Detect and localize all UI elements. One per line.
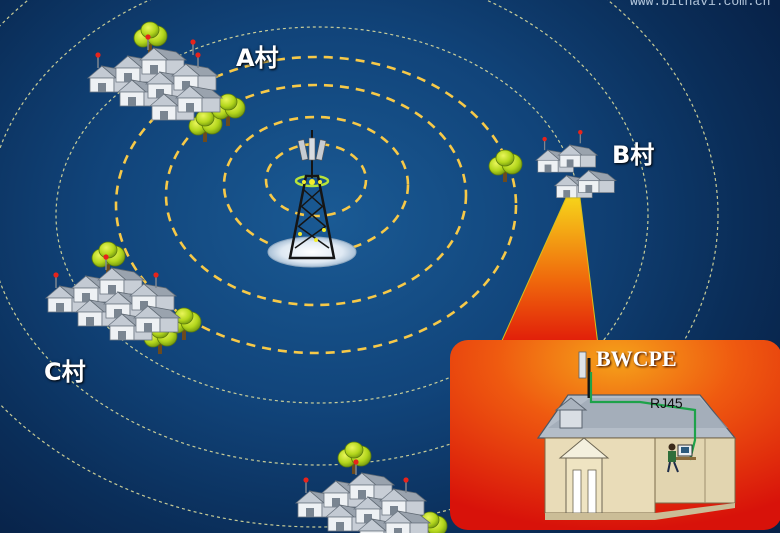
tower-icon — [267, 130, 357, 268]
cpe-antenna-icon — [578, 351, 591, 398]
watermark-text: www.bitnavi.com.cn — [630, 0, 771, 9]
village-d-icon — [296, 441, 448, 533]
village-a-icon — [88, 21, 246, 143]
bwcpe-label: BWCPE — [596, 346, 677, 371]
village-a-label: A村 — [236, 44, 279, 72]
house-icon — [536, 394, 737, 520]
village-c-icon — [46, 241, 202, 355]
village-b-icon — [488, 129, 617, 199]
village-b-label: B村 — [612, 141, 655, 169]
rj45-label: RJ45 — [650, 395, 683, 411]
coverage-rings-inner — [114, 55, 518, 355]
village-c-label: C村 — [44, 358, 86, 386]
rj45-cable — [589, 372, 697, 461]
callout-beam — [499, 197, 599, 346]
computer-user-icon — [667, 443, 696, 473]
